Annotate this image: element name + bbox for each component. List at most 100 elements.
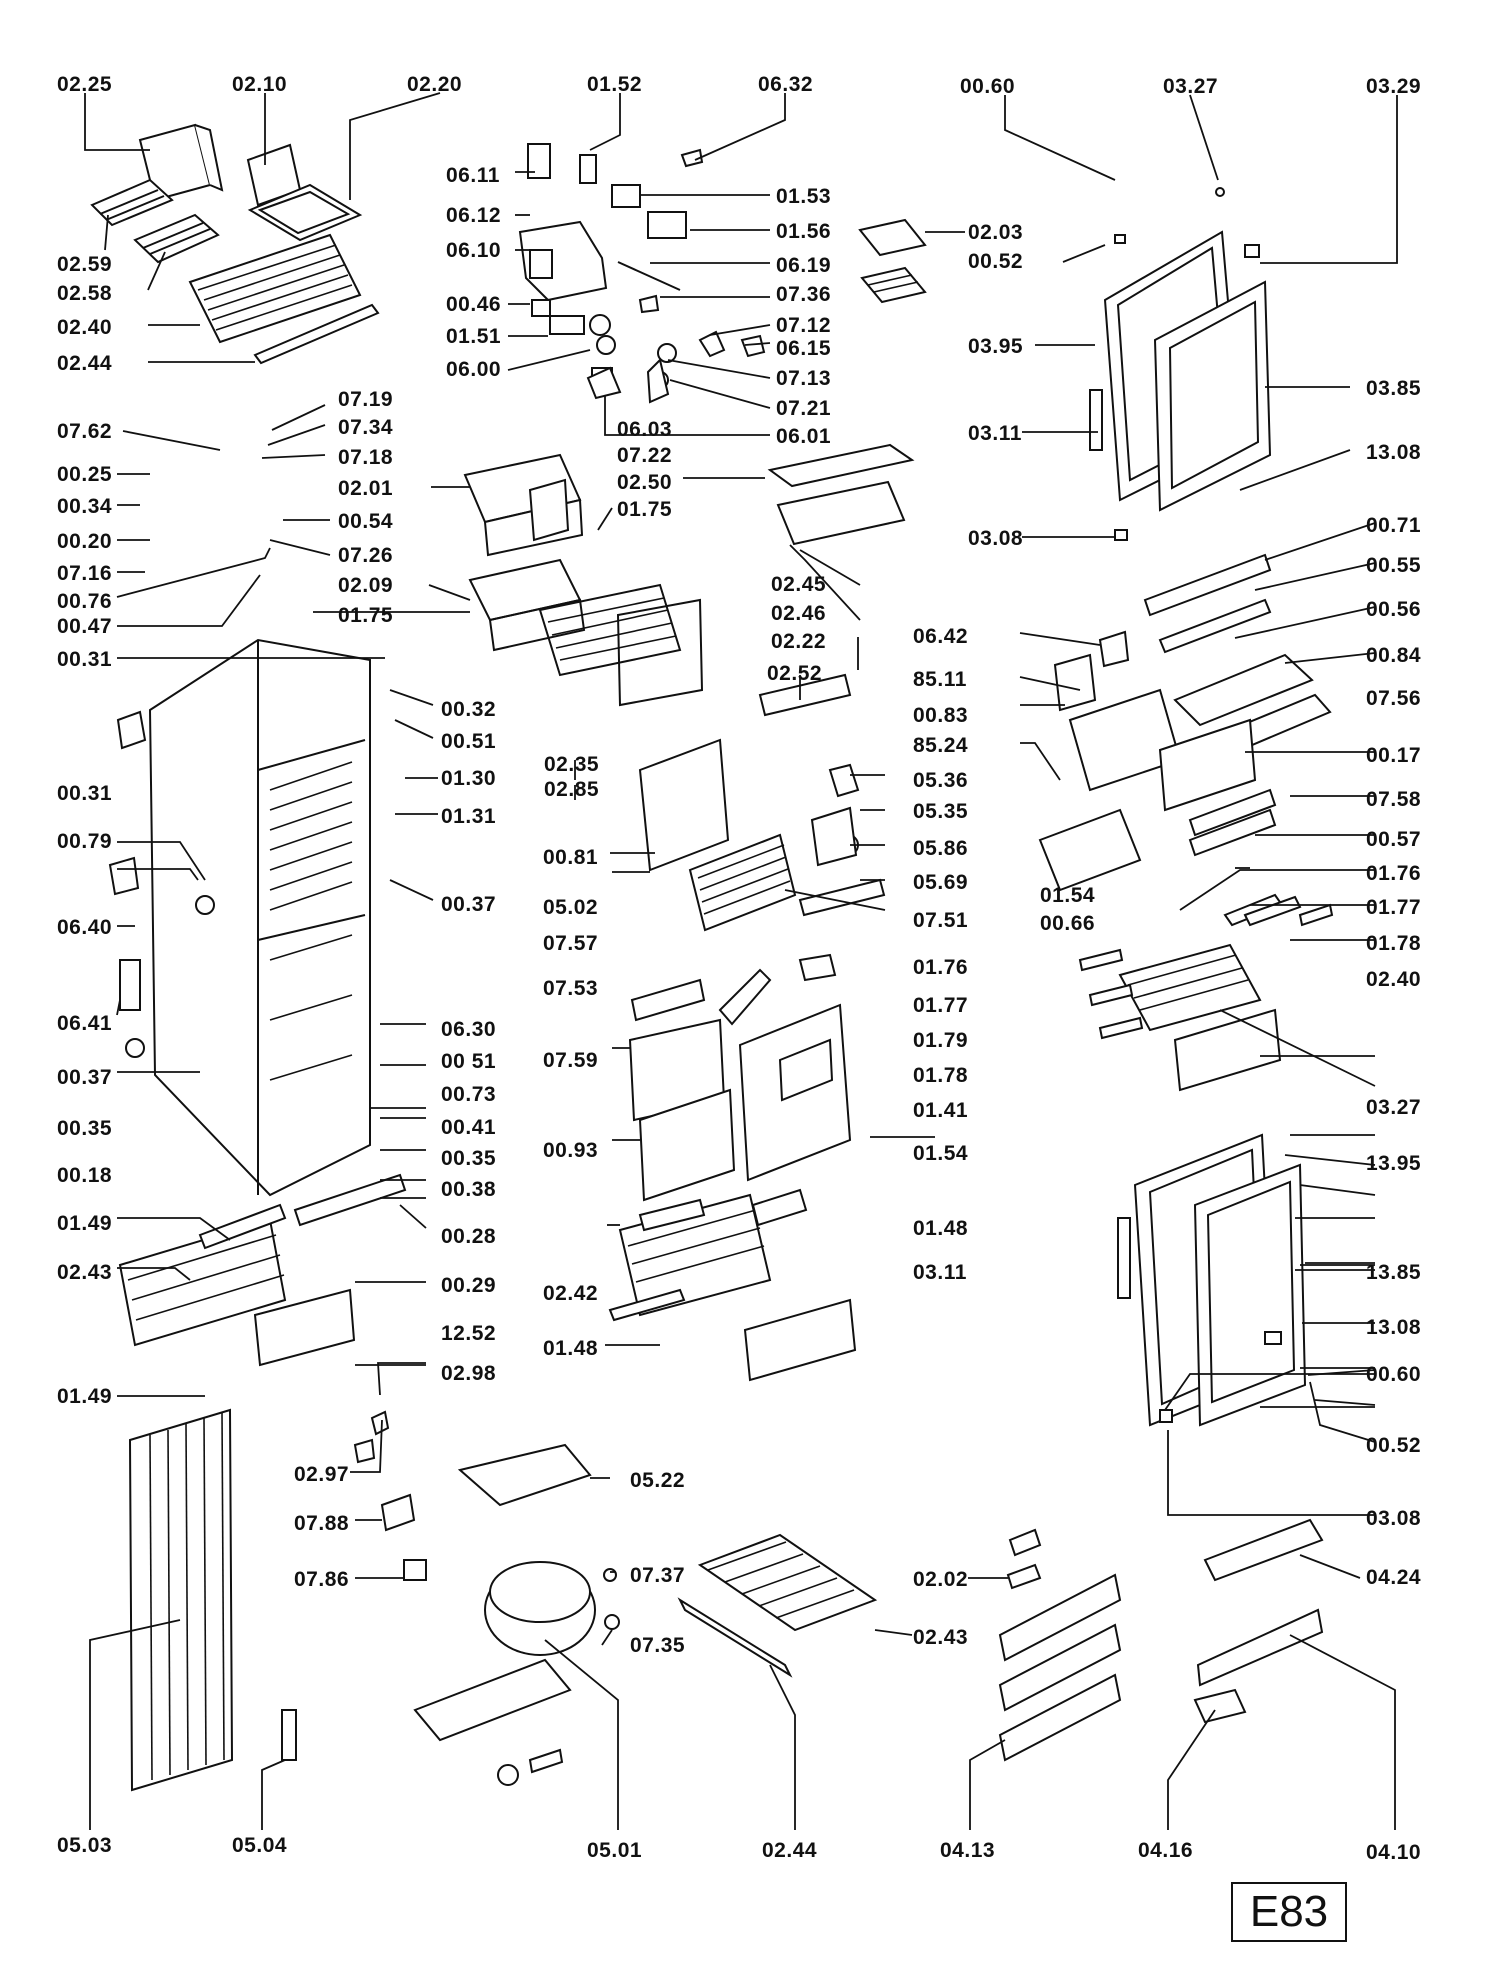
label-01-49-lower: 01.49 bbox=[57, 1385, 112, 1408]
label-00-83: 00.83 bbox=[913, 704, 968, 727]
label-02-40-right: 02.40 bbox=[1366, 968, 1421, 991]
label-07-26: 07.26 bbox=[338, 544, 393, 567]
label-12-52: 12.52 bbox=[441, 1322, 496, 1345]
label-06-42: 06.42 bbox=[913, 625, 968, 648]
ice-tray bbox=[858, 218, 927, 304]
label-01-48-lower: 01.48 bbox=[543, 1337, 598, 1360]
label-01-52: 01.52 bbox=[587, 73, 642, 96]
label-00-52-lower: 00.52 bbox=[1366, 1434, 1421, 1457]
label-00-41: 00.41 bbox=[441, 1116, 496, 1139]
egg-trays bbox=[90, 178, 220, 264]
label-03-85: 03.85 bbox=[1366, 377, 1421, 400]
label-07-18: 07.18 bbox=[338, 446, 393, 469]
label-00-51-lower: 00 51 bbox=[441, 1050, 496, 1073]
label-01-75-lower: 01.75 bbox=[338, 604, 393, 627]
label-00-47: 00.47 bbox=[57, 615, 112, 638]
label-06-41: 06.41 bbox=[57, 1012, 112, 1035]
label-00-37-lower: 00.37 bbox=[57, 1066, 112, 1089]
label-07-12: 07.12 bbox=[776, 314, 831, 337]
label-07-16: 07.16 bbox=[57, 562, 112, 585]
label-13-95: 13.95 bbox=[1366, 1152, 1421, 1175]
label-05-69: 05.69 bbox=[913, 871, 968, 894]
label-07-86: 07.86 bbox=[294, 1568, 349, 1591]
label-01-53: 01.53 bbox=[776, 185, 831, 208]
label-00-79: 00.79 bbox=[57, 830, 112, 853]
label-02-40: 02.40 bbox=[57, 316, 112, 339]
label-06-32: 06.32 bbox=[758, 73, 813, 96]
label-00-38: 00.38 bbox=[441, 1178, 496, 1201]
label-02-52: 02.52 bbox=[767, 662, 822, 685]
label-02-09: 02.09 bbox=[338, 574, 393, 597]
label-00-37: 00.37 bbox=[441, 893, 496, 916]
label-01-76-lower: 01.76 bbox=[913, 956, 968, 979]
label-02-01: 02.01 bbox=[338, 477, 393, 500]
right-panel-rails bbox=[1038, 553, 1332, 892]
label-00-57: 00.57 bbox=[1366, 828, 1421, 851]
label-00-54: 00.54 bbox=[338, 510, 393, 533]
label-03-11-lower: 03.11 bbox=[913, 1261, 967, 1284]
label-03-95: 03.95 bbox=[968, 335, 1023, 358]
label-02-10: 02.10 bbox=[232, 73, 287, 96]
label-85-11: 85.11 bbox=[913, 668, 967, 691]
label-06-12: 06.12 bbox=[446, 204, 501, 227]
label-01-79: 01.79 bbox=[913, 1029, 968, 1052]
label-06-15: 06.15 bbox=[776, 337, 831, 360]
label-01-54-lower: 01.54 bbox=[913, 1142, 968, 1165]
label-00-93: 00.93 bbox=[543, 1139, 598, 1162]
label-01-77: 01.77 bbox=[1366, 896, 1421, 919]
label-13-08: 13.08 bbox=[1366, 441, 1421, 464]
hinge-springs bbox=[108, 710, 215, 1058]
label-02-43-lower: 02.43 bbox=[913, 1626, 968, 1649]
label-07-37: 07.37 bbox=[630, 1564, 685, 1587]
freezer-door-top bbox=[1089, 187, 1272, 541]
label-00-51: 00.51 bbox=[441, 730, 496, 753]
label-01-75: 01.75 bbox=[617, 498, 672, 521]
label-00-35-lower: 00.35 bbox=[441, 1147, 496, 1170]
label-02-22: 02.22 bbox=[771, 630, 826, 653]
label-00-60-lower: 00.60 bbox=[1366, 1363, 1421, 1386]
label-07-58: 07.58 bbox=[1366, 788, 1421, 811]
label-07-62: 07.62 bbox=[57, 420, 112, 443]
label-07-34: 07.34 bbox=[338, 416, 393, 439]
label-00-76: 00.76 bbox=[57, 590, 112, 613]
thermostat-cluster bbox=[518, 143, 766, 404]
label-00-34: 00.34 bbox=[57, 495, 112, 518]
label-03-27-lower: 03.27 bbox=[1366, 1096, 1421, 1119]
label-07-57: 07.57 bbox=[543, 932, 598, 955]
label-07-36: 07.36 bbox=[776, 283, 831, 306]
label-00-81: 00.81 bbox=[543, 846, 598, 869]
label-07-13: 07.13 bbox=[776, 367, 831, 390]
label-02-85: 02.85 bbox=[544, 778, 599, 801]
label-00-20: 00.20 bbox=[57, 530, 112, 553]
freezer-drawer-top bbox=[463, 453, 584, 557]
label-02-44-lower: 02.44 bbox=[762, 1839, 817, 1862]
label-02-02: 02.02 bbox=[913, 1568, 968, 1591]
label-07-35: 07.35 bbox=[630, 1634, 685, 1657]
label-00-25: 00.25 bbox=[57, 463, 112, 486]
label-02-43: 02.43 bbox=[57, 1261, 112, 1284]
label-00-31-lower: 00.31 bbox=[57, 782, 112, 805]
label-00-28: 00.28 bbox=[441, 1225, 496, 1248]
label-00-66: 00.66 bbox=[1040, 912, 1095, 935]
label-05-01: 05.01 bbox=[587, 1839, 642, 1862]
label-05-02: 05.02 bbox=[543, 896, 598, 919]
glass-shelves-center bbox=[767, 443, 915, 546]
label-05-86: 05.86 bbox=[913, 837, 968, 860]
relay-components bbox=[353, 1410, 427, 1581]
compressor bbox=[413, 1443, 620, 1786]
label-02-44: 02.44 bbox=[57, 352, 112, 375]
label-02-58: 02.58 bbox=[57, 282, 112, 305]
diagram-code-badge: E83 bbox=[1231, 1882, 1347, 1942]
label-85-24: 85.24 bbox=[913, 734, 968, 757]
label-00-84: 00.84 bbox=[1366, 644, 1421, 667]
label-06-40: 06.40 bbox=[57, 916, 112, 939]
label-03-29: 03.29 bbox=[1366, 75, 1421, 98]
label-05-22: 05.22 bbox=[630, 1469, 685, 1492]
label-07-51: 07.51 bbox=[913, 909, 968, 932]
callout-labels: 02.25 02.10 02.20 01.52 06.32 00.60 03.2… bbox=[57, 73, 1421, 1864]
label-00-35: 00.35 bbox=[57, 1117, 112, 1140]
door-bins bbox=[998, 1518, 1324, 1762]
glass-shelf-bottom bbox=[677, 1533, 878, 1678]
